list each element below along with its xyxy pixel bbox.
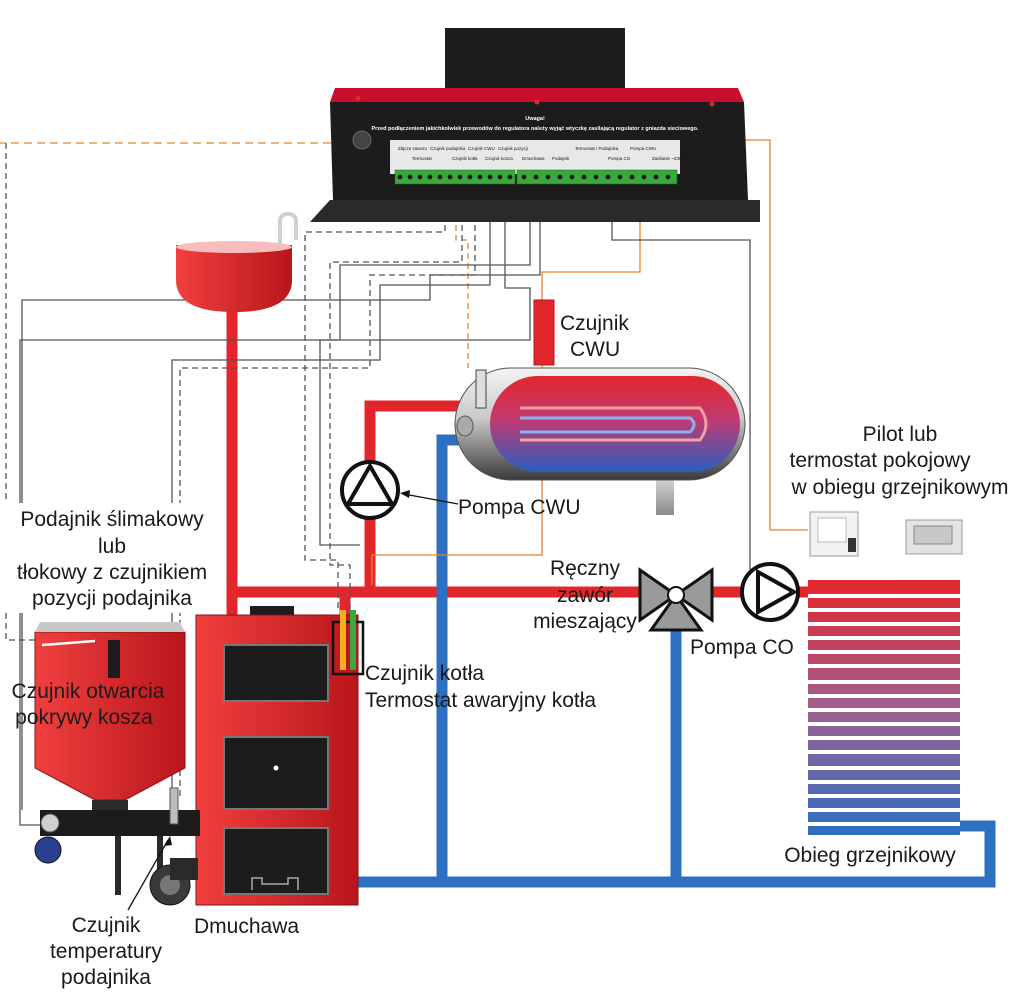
feeder-temp-label: temperatury	[50, 940, 163, 963]
controller: Uwaga! Przed podłączeniem jakichkolwiek …	[310, 28, 760, 222]
podajnik-label: pozycji podajnika	[32, 587, 192, 610]
terminal-label-strip	[390, 140, 680, 174]
podajnik-label-bg	[0, 503, 222, 613]
czujnik-kotla-label: Czujnik kotła	[365, 662, 484, 685]
feeder-temp-label: Czujnik	[72, 914, 141, 937]
lid-sensor-icon	[41, 639, 96, 647]
terminal-label: Czujnik podajnika	[430, 146, 466, 151]
czujnik-kotla-label: Termostat awaryjny kotła	[365, 689, 596, 712]
terminal-label: Zasilanie ~230V	[652, 156, 684, 161]
terminal-label: Czujnik kotła	[452, 156, 478, 161]
pump-icon	[740, 562, 800, 622]
czujnik-cwu-label: Czujnik	[560, 312, 629, 335]
podajnik-label: lub	[98, 535, 126, 558]
boiler-door-bottom	[223, 827, 329, 895]
terminal-label: Termostat	[412, 156, 433, 161]
podajnik-label: tłokowy z czujnikiem	[17, 561, 207, 584]
feeder-sensor-leader	[127, 839, 169, 911]
pompa-cwu-label: Pompa CWU	[458, 496, 581, 519]
pilot-label: Pilot lub	[863, 423, 938, 446]
tank-icon	[454, 299, 746, 515]
cwu-sensor-pipe	[533, 299, 555, 366]
zawor-label: mieszający	[533, 610, 637, 633]
terminal-label: Czujnik kosza	[485, 156, 513, 161]
pokrywa-label: pokrywy kosza	[15, 706, 153, 729]
thermostat-icon	[905, 519, 963, 555]
terminal-label: Dmuchawa	[522, 156, 545, 161]
arrow-icon	[400, 490, 410, 498]
arrow-icon	[164, 836, 172, 846]
pompa-cwu-leader	[403, 493, 459, 505]
terminal-label: Podajnik	[552, 156, 570, 161]
mixing-valve-icon	[638, 567, 714, 632]
boiler-door-middle	[223, 736, 329, 810]
podajnik-label: Podajnik ślimakowy	[20, 508, 204, 531]
feeder-temp-label: podajnika	[61, 966, 151, 989]
controller-top-module	[445, 28, 625, 98]
terminal-labels: Złącze zaworu Termostat Czujnik podajnik…	[398, 146, 684, 161]
power-socket-icon	[352, 130, 372, 150]
signal-wires	[0, 139, 808, 826]
labels: Czujnik CWU Pilot lub termostat pokojowy…	[0, 312, 1009, 989]
pilot-label: termostat pokojowy	[790, 449, 971, 472]
pompa-co-label: Pompa CO	[690, 636, 794, 659]
boiler-door-top	[223, 644, 329, 702]
radiator-icon	[808, 580, 960, 835]
feeder-motor-icon	[34, 836, 62, 864]
obieg-label: Obieg grzejnikowy	[784, 844, 956, 867]
controller-warning-text: Przed podłączeniem jakichkolwiek przewod…	[371, 126, 699, 132]
terminal-label: Pompa CO	[608, 156, 631, 161]
hopper-icon	[34, 622, 200, 895]
boiler-sensor-box	[331, 620, 365, 676]
pokrywa-label: Czujnik otwarcia	[12, 680, 165, 703]
thermostat-icon	[809, 511, 859, 557]
cwu-tank-sensor	[475, 369, 487, 409]
radiator-fins	[808, 594, 960, 826]
controller-warning-title: Uwaga!	[525, 116, 545, 122]
terminal-label: Pompa CWU	[630, 146, 656, 151]
terminal-label: Termostat / Podajnika	[575, 146, 619, 151]
pump-icon	[340, 460, 400, 520]
zawor-label: Ręczny	[550, 557, 621, 580]
feeder-temp-sensor	[169, 787, 179, 825]
expansion-vessel-icon	[176, 211, 298, 312]
dmuchawa-label: Dmuchawa	[194, 915, 299, 938]
terminal-screws	[397, 174, 671, 180]
terminal-label: Czujnik CWU	[468, 146, 495, 151]
pilot-label: w obiegu grzejnikowym	[790, 476, 1008, 499]
fan-icon	[149, 858, 198, 906]
terminal-label: Złącze zaworu	[398, 146, 428, 151]
czujnik-cwu-label: CWU	[570, 338, 620, 361]
boiler-icon	[195, 606, 365, 906]
zawor-label: zawór	[557, 584, 613, 607]
terminal-label: Czujnik pozycji	[498, 146, 528, 151]
